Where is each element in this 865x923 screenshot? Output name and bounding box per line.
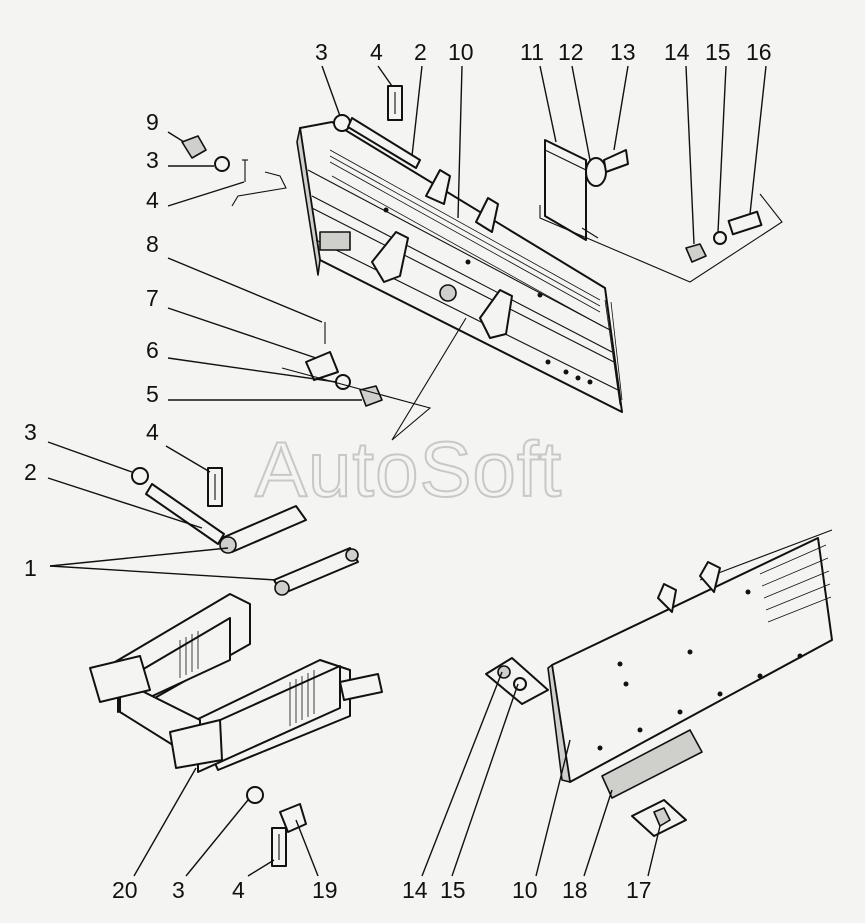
callout-4-top: 4 — [370, 39, 383, 65]
callout-14-top: 14 — [664, 39, 690, 65]
callout-6: 6 — [146, 337, 159, 363]
callout-11: 11 — [520, 39, 544, 65]
callout-2-top: 2 — [414, 39, 427, 65]
lower-blade-assembly — [485, 529, 833, 837]
callout-19: 19 — [312, 877, 338, 903]
nut-washer-bolt-group — [539, 193, 783, 283]
callout-10-bottom: 10 — [512, 877, 538, 903]
callout-5: 5 — [146, 381, 159, 407]
upper-pin-rod — [333, 85, 421, 169]
callout-7: 7 — [146, 285, 159, 311]
callout-12: 12 — [558, 39, 584, 65]
callout-14-bottom: 14 — [402, 877, 428, 903]
adjuster-bracket — [544, 139, 629, 241]
callout-20: 20 — [112, 877, 138, 903]
callout-3-bottom: 3 — [172, 877, 185, 903]
callout-4-left-lower: 4 — [146, 419, 159, 445]
callout-1: 1 — [24, 555, 37, 581]
push-frame — [89, 593, 383, 773]
callout-3-left-lower: 3 — [24, 419, 37, 445]
callout-9: 9 — [146, 109, 159, 135]
callout-16: 16 — [746, 39, 772, 65]
callout-13: 13 — [610, 39, 636, 65]
callout-18: 18 — [562, 877, 588, 903]
callout-8: 8 — [146, 231, 159, 257]
watermark-text: AutoSoft — [255, 425, 562, 513]
callout-10-top: 10 — [448, 39, 474, 65]
callout-15-bottom: 15 — [440, 877, 466, 903]
pin-and-cotter-lower — [131, 467, 225, 545]
callout-3-top: 3 — [315, 39, 328, 65]
upper-blade-assembly — [296, 121, 623, 413]
lower-pin-set — [246, 786, 307, 867]
callout-4-left-upper: 4 — [146, 187, 159, 213]
callout-labels: 3 4 2 10 11 12 13 14 15 16 9 3 4 8 7 6 5… — [24, 39, 772, 903]
callout-4-bottom: 4 — [232, 877, 245, 903]
callout-15-top: 15 — [705, 39, 731, 65]
left-fastener-set — [181, 135, 287, 207]
callout-3-left-upper: 3 — [146, 147, 159, 173]
callout-17: 17 — [626, 877, 652, 903]
callout-2-left-lower: 2 — [24, 459, 37, 485]
leader-lines — [47, 65, 767, 877]
link-arms — [219, 505, 359, 596]
center-fastener-group — [281, 317, 467, 441]
